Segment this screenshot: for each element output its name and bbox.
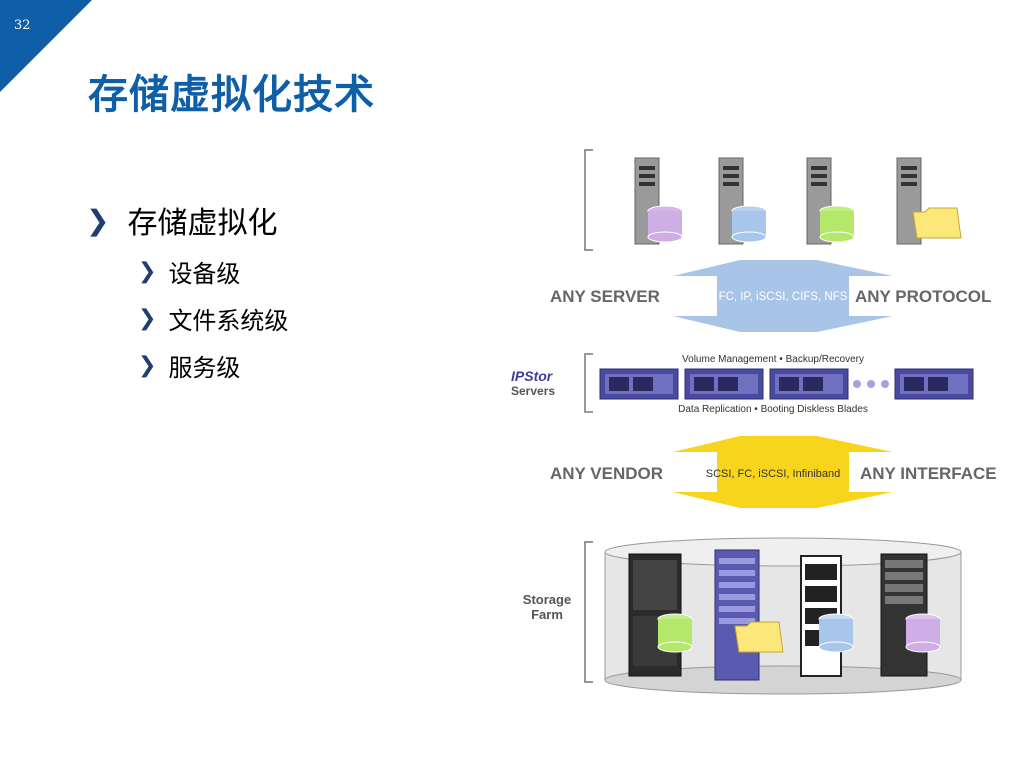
bullet-item-label: 设备级: [168, 260, 241, 288]
storage-array-icon: [714, 549, 784, 681]
top-caption: Volume Management • Backup/Recovery: [682, 354, 864, 365]
chevron-right-icon: ❯: [138, 259, 157, 284]
storage-array-icon: [880, 553, 941, 677]
corner-decoration: [0, 0, 92, 92]
vendor-interfaces-label: SCSI, FC, iSCSI, Infiniband: [706, 468, 841, 480]
bracket: [584, 149, 593, 251]
server-icon: [896, 157, 962, 245]
server-icon: [634, 157, 683, 245]
ellipsis-icon: [853, 380, 889, 388]
bracket: [584, 353, 593, 413]
rack-server-icon: [684, 368, 764, 400]
ipstor-brand: IPStor: [511, 368, 554, 384]
bullet-main: ❯ 存储虚拟化: [86, 198, 277, 242]
rack-server-icon: [894, 368, 974, 400]
slide-title: 存储虚拟化技术: [88, 72, 375, 118]
rack-server-icon: [769, 368, 849, 400]
folder-icon: [734, 621, 784, 653]
bottom-caption: Data Replication • Booting Diskless Blad…: [678, 404, 868, 415]
bullet-item-2: ❯ 文件系统级: [138, 301, 288, 336]
server-protocols-label: FC, IP, iSCSI, CIFS, NFS: [719, 291, 848, 303]
any-server-label: ANY SERVER: [550, 287, 660, 306]
rack-server-icon: [599, 368, 679, 400]
chevron-right-icon: ❯: [86, 203, 110, 237]
any-interface-label: ANY INTERFACE: [860, 464, 997, 483]
folder-icon: [912, 207, 962, 239]
chevron-right-icon: ❯: [138, 306, 157, 331]
any-vendor-label: ANY VENDOR: [550, 464, 663, 483]
bullet-main-label: 存储虚拟化: [127, 206, 278, 241]
interface-arrow: [673, 436, 893, 508]
protocol-arrow: [673, 260, 893, 332]
bullet-item-1: ❯ 设备级: [138, 254, 240, 289]
chevron-right-icon: ❯: [138, 353, 157, 378]
server-icon: [806, 157, 855, 245]
any-protocol-label: ANY PROTOCOL: [855, 287, 991, 306]
storage-virtualization-diagram: ANY SERVER FC, IP, iSCSI, CIFS, NFS ANY …: [511, 149, 997, 695]
storage-array-icon: [628, 553, 693, 677]
storage-label-line1: Storage: [523, 592, 571, 607]
bracket: [584, 541, 593, 683]
page-number: 32: [14, 18, 31, 33]
storage-label-line2: Farm: [531, 607, 563, 622]
bullet-item-label: 服务级: [168, 354, 241, 382]
servers-label: Servers: [511, 384, 555, 398]
bullet-item-label: 文件系统级: [168, 307, 289, 335]
storage-array-icon: [800, 555, 854, 677]
bullet-item-3: ❯ 服务级: [138, 348, 240, 383]
server-icon: [718, 157, 767, 245]
